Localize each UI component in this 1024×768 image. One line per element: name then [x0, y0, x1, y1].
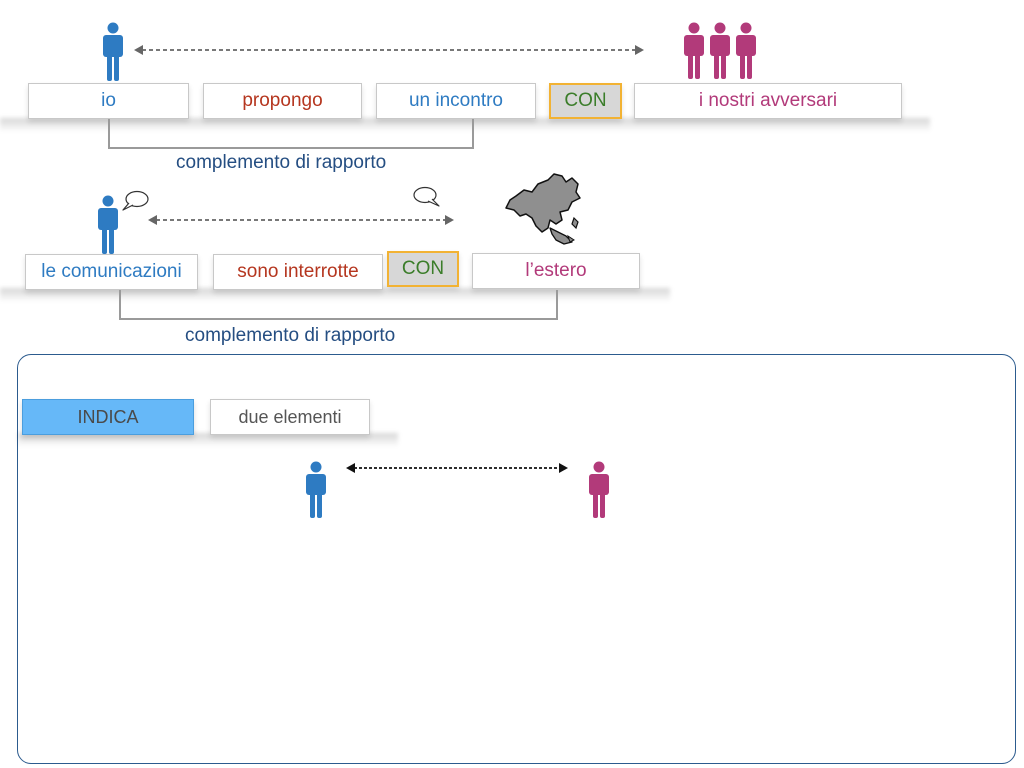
con-box-2: CON [387, 251, 459, 287]
word-box-i-nostri-avversari: i nostri avversari [634, 83, 902, 119]
group-person-icon [684, 22, 756, 79]
bracket-1 [108, 119, 474, 149]
person-icon-io [103, 22, 123, 81]
word-box-sono-interrotte: sono interrotte [213, 254, 383, 290]
word-box-le-comunicazioni: le comunicazioni [25, 254, 198, 290]
shadow-bar-1 [0, 118, 930, 132]
indica-label: INDICA [22, 399, 194, 435]
speech-bubble-icon-right [413, 186, 440, 207]
speech-bubble-icon-left [122, 190, 149, 211]
double-headed-arrow-icon-1 [134, 45, 644, 55]
word-box-io: io [28, 83, 189, 119]
word-box-propongo: propongo [203, 83, 362, 119]
word-box-un-incontro: un incontro [376, 83, 536, 119]
person-icon-comunicazioni [98, 195, 118, 254]
shadow-bar-2 [0, 288, 670, 302]
bracket-2 [119, 290, 558, 320]
caption-complemento-2: complemento di rapporto [185, 325, 396, 346]
word-box-l-estero: l’estero [472, 253, 640, 289]
due-elementi-box: due elementi [210, 399, 370, 435]
double-headed-arrow-icon-3 [346, 463, 568, 473]
con-box-1: CON [549, 83, 622, 119]
double-headed-arrow-icon-2 [148, 215, 454, 225]
person-icon-element-1 [306, 461, 326, 518]
shadow-bar-3 [18, 433, 398, 447]
caption-complemento-1: complemento di rapporto [176, 152, 387, 173]
asia-map-icon [505, 173, 581, 245]
person-icon-element-2 [589, 461, 609, 518]
rule-panel [17, 354, 1016, 764]
